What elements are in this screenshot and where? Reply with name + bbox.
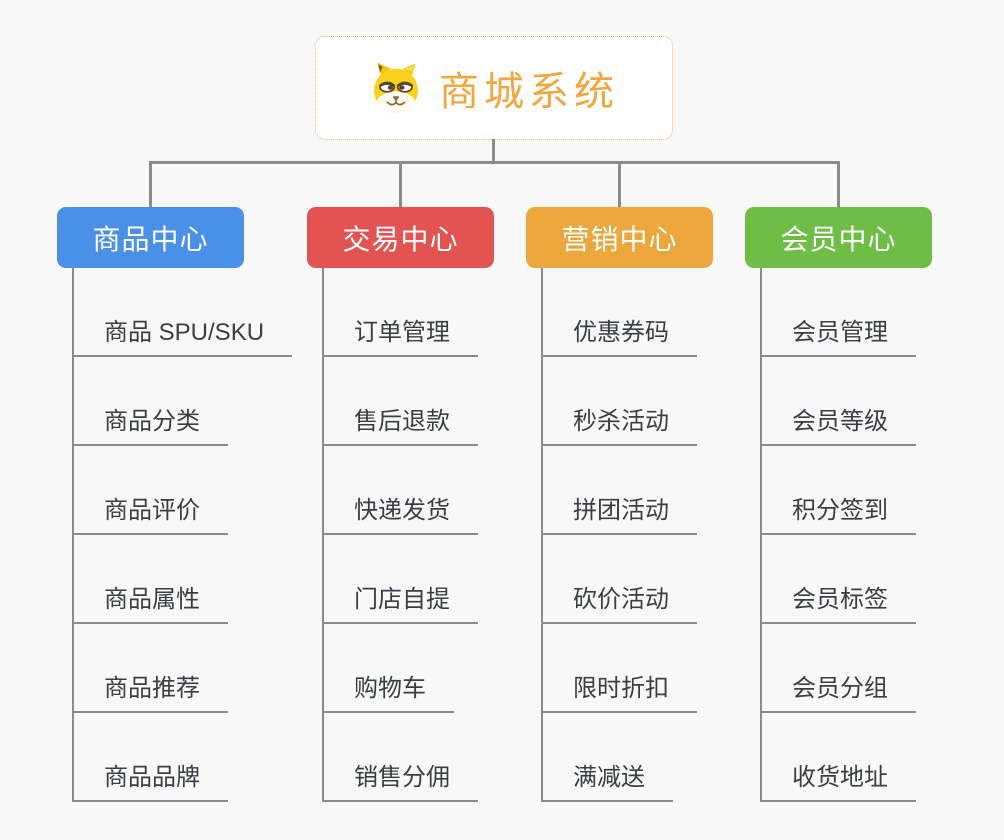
branch-header-4[interactable]: 会员中心 bbox=[745, 207, 932, 268]
leaf-item-label: 限时折扣 bbox=[541, 668, 697, 713]
connector-drop-1 bbox=[149, 161, 152, 207]
leaf-item-label: 售后退款 bbox=[322, 401, 478, 446]
leaf-item-label: 门店自提 bbox=[322, 579, 478, 624]
shiba-dog-icon bbox=[374, 62, 418, 113]
connector-drop-3 bbox=[618, 161, 621, 207]
leaf-item[interactable]: 购物车 bbox=[322, 624, 572, 713]
leaf-item[interactable]: 会员标签 bbox=[760, 535, 1004, 624]
leaf-item-label: 会员管理 bbox=[760, 312, 916, 357]
leaf-item[interactable]: 限时折扣 bbox=[541, 624, 791, 713]
branch-header-2[interactable]: 交易中心 bbox=[307, 207, 494, 268]
leaf-item[interactable]: 拼团活动 bbox=[541, 446, 791, 535]
leaf-item[interactable]: 快递发货 bbox=[322, 446, 572, 535]
leaf-item[interactable]: 商品 SPU/SKU bbox=[72, 268, 322, 357]
leaf-item[interactable]: 售后退款 bbox=[322, 357, 572, 446]
leaf-item[interactable]: 订单管理 bbox=[322, 268, 572, 357]
branch-items-4: 会员管理会员等级积分签到会员标签会员分组收货地址 bbox=[760, 268, 1004, 802]
leaf-item[interactable]: 商品品牌 bbox=[72, 713, 322, 802]
connector-bus bbox=[149, 161, 840, 164]
leaf-item-label: 商品推荐 bbox=[72, 668, 228, 713]
root-node[interactable]: 商城系统 bbox=[315, 36, 673, 140]
root-title: 商城系统 bbox=[439, 70, 619, 114]
leaf-item-label: 满减送 bbox=[541, 757, 673, 802]
leaf-item-label: 收货地址 bbox=[760, 757, 916, 802]
leaf-item-label: 会员标签 bbox=[760, 579, 916, 624]
leaf-item[interactable]: 商品分类 bbox=[72, 357, 322, 446]
leaf-item-label: 秒杀活动 bbox=[541, 401, 697, 446]
connector-drop-4 bbox=[837, 161, 840, 207]
leaf-item[interactable]: 积分签到 bbox=[760, 446, 1004, 535]
leaf-item-label: 拼团活动 bbox=[541, 490, 697, 535]
leaf-item-label: 商品分类 bbox=[72, 401, 228, 446]
leaf-item-label: 快递发货 bbox=[322, 490, 478, 535]
leaf-item-label: 商品属性 bbox=[72, 579, 228, 624]
branch-items-1: 商品 SPU/SKU 商品分类商品评价商品属性商品推荐商品品牌 bbox=[72, 268, 322, 802]
leaf-item-label: 会员等级 bbox=[760, 401, 916, 446]
leaf-item[interactable]: 商品属性 bbox=[72, 535, 322, 624]
leaf-item[interactable]: 收货地址 bbox=[760, 713, 1004, 802]
leaf-item-label: 砍价活动 bbox=[541, 579, 697, 624]
leaf-item[interactable]: 砍价活动 bbox=[541, 535, 791, 624]
branch-items-2: 订单管理售后退款快递发货门店自提购物车销售分佣 bbox=[322, 268, 572, 802]
leaf-item-label: 商品 SPU/SKU bbox=[72, 312, 293, 357]
connector-drop-2 bbox=[399, 161, 402, 207]
leaf-item-label: 销售分佣 bbox=[322, 757, 478, 802]
leaf-item[interactable]: 商品推荐 bbox=[72, 624, 322, 713]
leaf-item[interactable]: 会员等级 bbox=[760, 357, 1004, 446]
leaf-item[interactable]: 门店自提 bbox=[322, 535, 572, 624]
branch-header-1[interactable]: 商品中心 bbox=[57, 207, 244, 268]
leaf-item-label: 积分签到 bbox=[760, 490, 916, 535]
leaf-item-label: 购物车 bbox=[322, 668, 454, 713]
leaf-item[interactable]: 会员分组 bbox=[760, 624, 1004, 713]
branch-items-3: 优惠券码秒杀活动拼团活动砍价活动限时折扣满减送 bbox=[541, 268, 791, 802]
leaf-item-label: 订单管理 bbox=[322, 312, 478, 357]
connector-root-stub bbox=[492, 139, 495, 162]
leaf-item[interactable]: 销售分佣 bbox=[322, 713, 572, 802]
leaf-item-label: 商品评价 bbox=[72, 490, 228, 535]
leaf-item[interactable]: 会员管理 bbox=[760, 268, 1004, 357]
leaf-item[interactable]: 商品评价 bbox=[72, 446, 322, 535]
leaf-item-label: 优惠券码 bbox=[541, 312, 697, 357]
leaf-item[interactable]: 满减送 bbox=[541, 713, 791, 802]
branch-header-3[interactable]: 营销中心 bbox=[526, 207, 713, 268]
leaf-item-label: 商品品牌 bbox=[72, 757, 228, 802]
leaf-item[interactable]: 优惠券码 bbox=[541, 268, 791, 357]
leaf-item[interactable]: 秒杀活动 bbox=[541, 357, 791, 446]
leaf-item-label: 会员分组 bbox=[760, 668, 916, 713]
